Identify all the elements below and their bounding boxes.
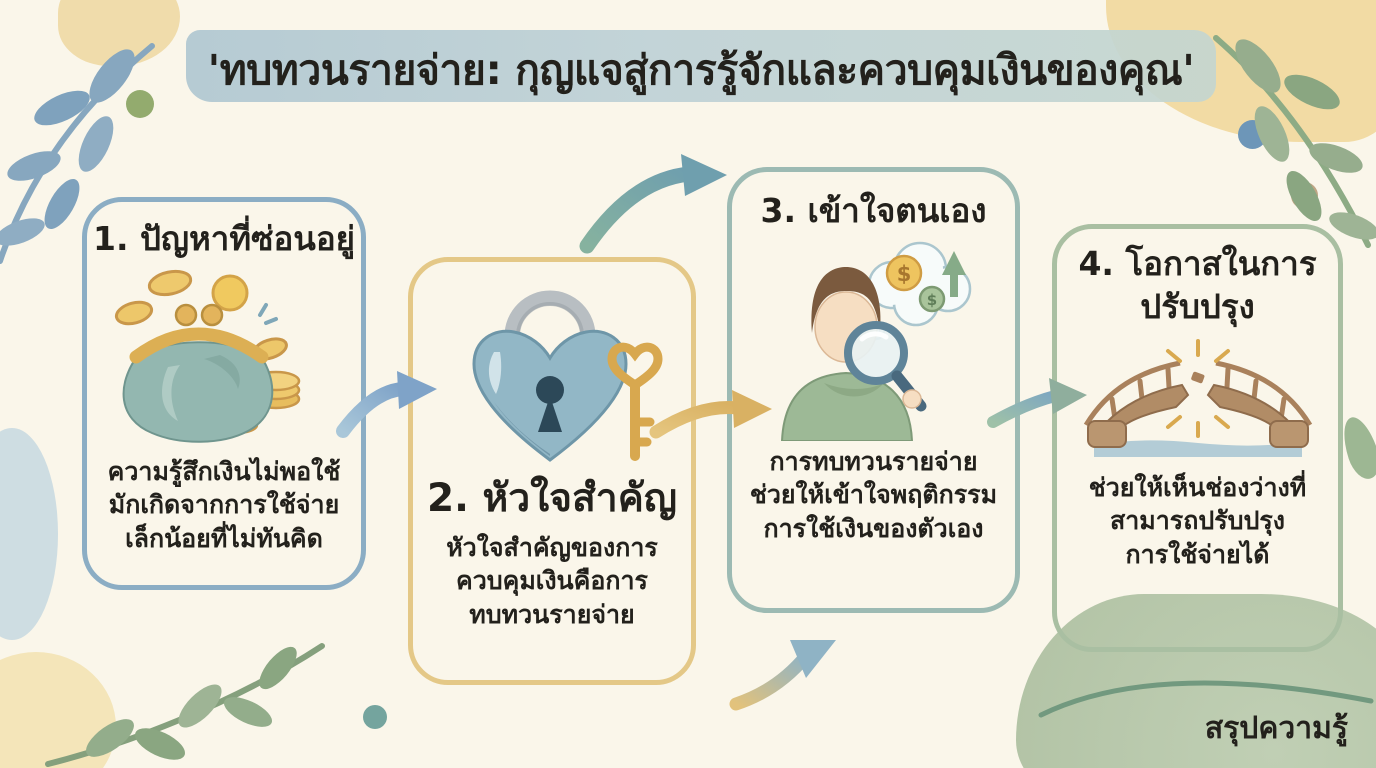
bottomright-curve-line (1038, 680, 1374, 718)
svg-text:$: $ (896, 262, 911, 286)
watercolor-blob-left (0, 428, 58, 640)
step-2-heading: 2. หัวใจสำคัญ (426, 476, 678, 521)
leaf-branch-topright-icon (1213, 35, 1376, 248)
page-title: 'ทบทวนรายจ่าย: กุญแจสู่การรู้จักและควบคุ… (207, 46, 1195, 94)
step-1-card: 1. ปัญหาที่ซ่อนอยู่ ความรู้สึก (82, 197, 366, 590)
step-3-description: การทบทวนรายจ่าย ช่วยให้เข้าใจพฤติกรรม กา… (749, 446, 998, 543)
step-2-description: หัวใจสำคัญของการ ควบคุมเงินคือการ ทบทวนร… (446, 532, 658, 629)
arrow-step1-to-step2-icon (336, 371, 437, 438)
step-4-description: ช่วยให้เห็นช่องว่างที่ สามารถปรับปรุง กา… (1088, 472, 1307, 569)
step-1-heading: 1. ปัญหาที่ซ่อนอยู่ (92, 219, 356, 258)
broken-bridge-icon (1080, 333, 1316, 463)
step-4-heading: 4. โอกาสในการ ปรับปรุง (1078, 244, 1317, 326)
teal-dot (363, 705, 387, 729)
arrow-below-step3-icon (729, 640, 836, 711)
step-3-heading: 3. เข้าใจตนเอง (760, 191, 987, 230)
step-2-card: 2. หัวใจสำคัญ หัวใจสำคัญของการ ควบคุมเงิ… (408, 257, 696, 685)
olive-dot (126, 90, 154, 118)
step-3-card: 3. เข้าใจตนเอง $ $ (727, 167, 1020, 613)
arrow-step2-to-step3-mid-icon (649, 390, 772, 439)
person-with-magnifier-icon: $ $ (764, 233, 984, 445)
leaf-branch-topleft-icon (0, 43, 155, 264)
step-1-description: ความรู้สึกเงินไม่พอใช้ มักเกิดจากการใช้จ… (107, 456, 341, 553)
footer-label: สรุปความรู้ (1204, 711, 1348, 746)
heart-lock-and-key-icon (436, 270, 668, 474)
leaf-branch-bottomleft-icon (45, 643, 325, 767)
coin-purse-icon (108, 263, 340, 455)
arrow-step3-to-step4-icon (987, 378, 1087, 428)
svg-text:$: $ (926, 291, 936, 309)
arrow-step2-to-step3-top-icon (579, 154, 727, 254)
title-watercolor-banner (186, 30, 1216, 102)
step-4-card: 4. โอกาสในการ ปรับปรุง ช (1052, 224, 1343, 652)
